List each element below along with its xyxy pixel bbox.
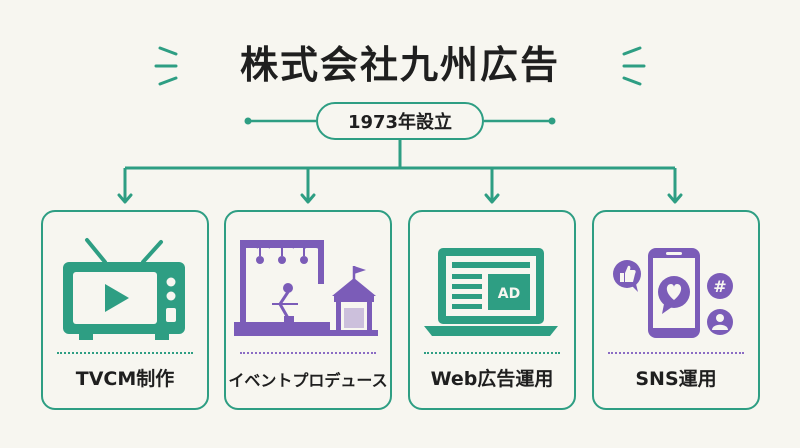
sparkle-left-icon bbox=[154, 46, 178, 86]
arrowheads bbox=[117, 193, 683, 204]
sparkle-right-icon bbox=[622, 46, 646, 86]
sns-phone-icon: # bbox=[613, 248, 733, 338]
service-label-web-ad: Web広告運用 bbox=[430, 368, 554, 390]
service-card-web-ad: AD Web広告運用 bbox=[408, 210, 576, 410]
company-title: 株式会社九州広告 bbox=[239, 43, 560, 87]
service-label-sns: SNS運用 bbox=[635, 368, 717, 390]
svg-text:#: # bbox=[713, 277, 726, 296]
service-card-event: イベントプロデュース bbox=[224, 210, 392, 410]
card-divider bbox=[608, 352, 744, 354]
card-divider bbox=[424, 352, 560, 354]
dot-left bbox=[244, 117, 252, 125]
dot-right bbox=[548, 117, 556, 125]
service-card-tvcm: TVCM制作 bbox=[41, 210, 209, 410]
card-divider bbox=[57, 352, 193, 354]
founded-badge: 1973年設立 bbox=[316, 102, 484, 140]
event-stage-icon bbox=[234, 240, 378, 336]
service-label-tvcm: TVCM制作 bbox=[75, 368, 175, 390]
web-ad-laptop-icon: AD bbox=[424, 248, 558, 336]
svg-text:AD: AD bbox=[498, 286, 520, 302]
tree-lines bbox=[123, 140, 677, 200]
service-card-sns: # SNS運用 bbox=[592, 210, 760, 410]
tv-icon bbox=[63, 238, 185, 340]
service-label-event: イベントプロデュース bbox=[228, 371, 388, 390]
card-divider bbox=[240, 352, 376, 354]
